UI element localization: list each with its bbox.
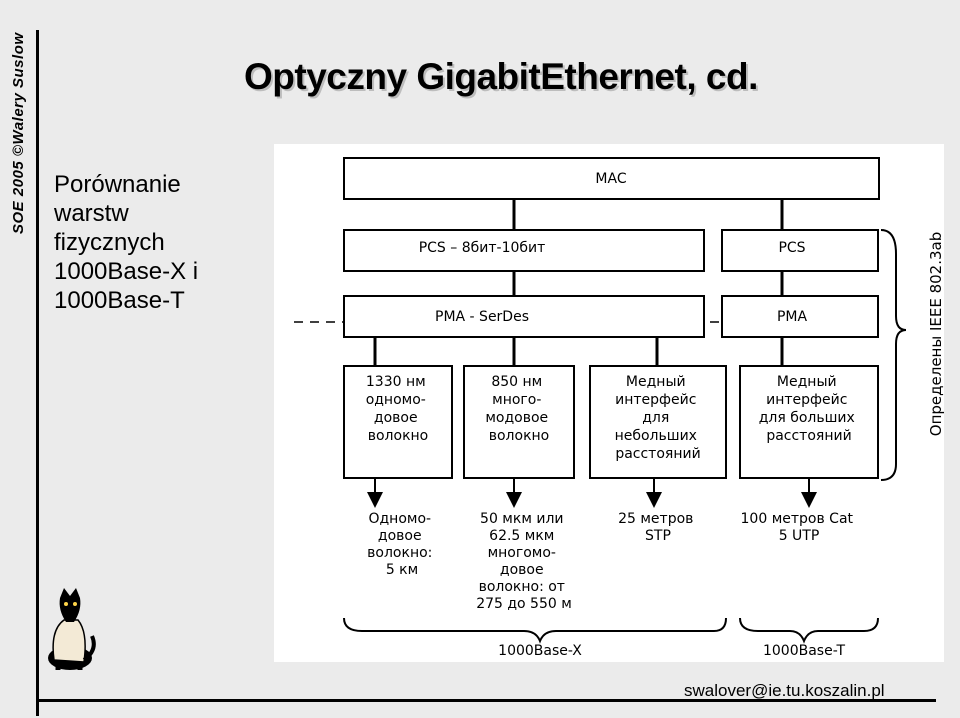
ieee-label: Определены IEEE 802.3ab (927, 232, 944, 436)
cable-utp: 100 метров Cat 5 UTP (741, 511, 858, 544)
brace-1000base-t (740, 618, 878, 641)
cable-smf: Одномо- довое волокно: 5 км (367, 511, 437, 578)
subtitle-line: 1000Base-X i (54, 257, 264, 286)
group-label-1000base-t: 1000Base-T (763, 643, 845, 659)
cable-stp: 25 метров STP (618, 511, 698, 544)
sidebar-vertical-rule (36, 30, 39, 716)
subtitle-line: Porównanie (54, 170, 264, 199)
layer-diagram: MAC PCS – 8бит-10бит PCS PMA - SerDes PM… (274, 144, 944, 662)
sidebar-credit: SOE 2005 ©Walery Suslow (10, 14, 27, 234)
pma-x-label: PMA - SerDes (435, 309, 529, 325)
cable-mmf: 50 мкм или 62.5 мкм многомо- довое волок… (476, 511, 572, 612)
mac-label: MAC (595, 171, 626, 187)
pma-t-label: PMA (777, 309, 808, 325)
slide-title: Optyczny GigabitEthernet, cd. (244, 56, 758, 98)
cat-mascot-image (40, 580, 100, 680)
pcs-x-label: PCS – 8бит-10бит (419, 240, 546, 256)
subtitle-line: warstw (54, 199, 264, 228)
ieee-bracket (881, 230, 906, 480)
subtitle: Porównanie warstw fizycznych 1000Base-X … (54, 170, 264, 315)
pcs-t-label: PCS (778, 240, 805, 256)
subtitle-line: 1000Base-T (54, 286, 264, 315)
subtitle-line: fizycznych (54, 228, 264, 257)
brace-1000base-x (344, 618, 726, 641)
group-label-1000base-x: 1000Base-X (498, 643, 582, 659)
author-email[interactable]: swalover@ie.tu.koszalin.pl (684, 681, 885, 701)
